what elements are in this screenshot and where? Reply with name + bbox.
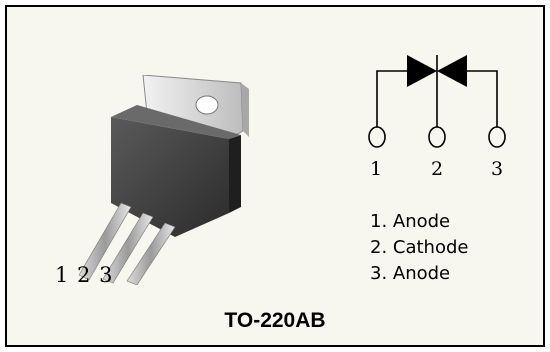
schematic-pin-2-label: 2 (431, 158, 443, 180)
schematic-pin-1-label: 1 (370, 158, 382, 180)
diode-left-symbol (407, 55, 437, 87)
lead-1 (78, 202, 132, 281)
legend-item: 2. Cathode (370, 237, 469, 258)
pin-legend: 1. Anode 2. Cathode 3. Anode (370, 209, 468, 287)
pin2-terminal (428, 126, 446, 148)
plastic-body (111, 105, 241, 237)
metal-tab (142, 75, 249, 140)
legend-item: 3. Anode (370, 263, 451, 284)
diode-right-symbol (437, 55, 467, 87)
pin1-terminal (368, 126, 386, 148)
to220-package-illustration (78, 75, 249, 285)
package-title: TO-220AB (224, 309, 326, 332)
lead-3 (126, 222, 176, 285)
dual-diode-schematic: 1 2 3 (368, 55, 506, 180)
legend-item: 1. Anode (370, 211, 451, 232)
pin3-wire (467, 70, 498, 127)
schematic-pin-3-label: 3 (491, 158, 503, 180)
lead-2 (102, 212, 154, 284)
package-pin-numbers: 1 2 3 (55, 263, 114, 287)
pin1-wire (376, 70, 407, 127)
diagram-frame: 1 2 3 1 2 3 1. Anode 2. Cathode 3. Anode… (5, 5, 545, 347)
pin3-terminal (488, 126, 506, 148)
